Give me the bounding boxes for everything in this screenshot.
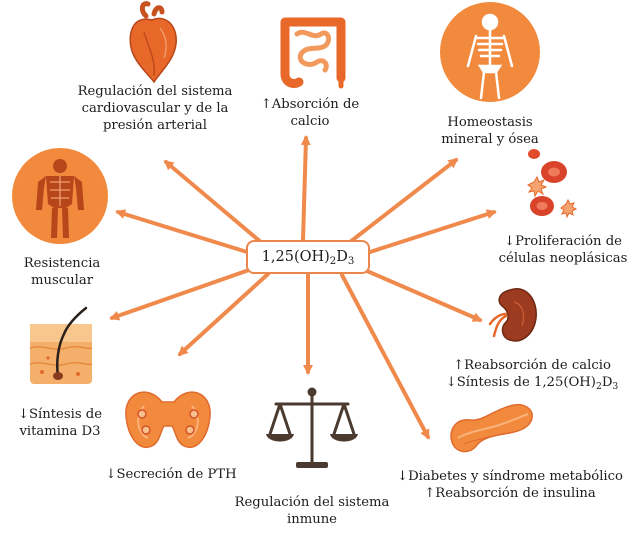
label-immune-line2: inmune	[286, 512, 337, 527]
arrow-muscle	[115, 209, 249, 254]
arrow-neoplastic	[368, 209, 497, 254]
label-cardio-line2: cardiovascular y de la	[81, 101, 229, 116]
label-cardio-line1: Regulación del sistema	[77, 84, 233, 99]
label-insulin-line: ↑Reabsorción de insulina	[424, 486, 596, 501]
label-muscle: Resistencia muscular	[4, 255, 120, 289]
thyroid-icon	[125, 391, 211, 449]
intestine-icon	[280, 17, 346, 89]
label-muscle-line1: Resistencia	[23, 256, 101, 271]
skin-icon	[29, 306, 93, 384]
kidney-icon	[488, 287, 537, 342]
muscle-body-icon	[12, 148, 108, 244]
arrow-calcium-absorption	[300, 135, 311, 242]
label-cardio: Regulación del sistema cardiovascular y …	[60, 83, 250, 134]
label-renal: ↑Reabsorción de calcio ↓Síntesis de 1,25…	[432, 357, 632, 391]
label-cardio-line3: presión arterial	[102, 118, 208, 133]
label-neoplastic: ↓Proliferación de células neoplásicas	[490, 233, 636, 267]
label-homeostasis-line1: Homeostasis	[447, 115, 533, 130]
label-pth-line: ↓Secreción de PTH	[105, 467, 237, 482]
blood-cells-icon	[527, 149, 578, 219]
label-homeostasis-line2: mineral y ósea	[441, 132, 539, 147]
balance-scale-icon	[266, 387, 358, 468]
skeleton-icon	[440, 2, 540, 102]
arrows	[109, 135, 497, 440]
label-homeostasis: Homeostasis mineral y ósea	[430, 114, 550, 148]
label-muscle-line2: muscular	[30, 273, 94, 288]
center-compound-label: 1,25(OH)2D3	[261, 249, 355, 268]
label-immune-line1: Regulación del sistema	[234, 495, 390, 510]
arrow-homeostasis	[348, 158, 459, 244]
label-vitd-synthesis-line1: ↓Síntesis de	[17, 407, 103, 422]
label-diabetes-line: ↓Diabetes y síndrome metabólico	[397, 469, 623, 484]
arrow-vitd	[109, 268, 251, 321]
center-compound-box: 1,25(OH)2D3	[246, 240, 370, 274]
label-diabetes: ↓Diabetes y síndrome metabólico ↑Reabsor…	[388, 468, 632, 502]
label-immune: Regulación del sistema inmune	[222, 494, 402, 528]
label-vitd-synthesis-line2: vitamina D3	[19, 424, 101, 439]
arrow-pth	[177, 272, 270, 357]
label-vitd-synthesis: ↓Síntesis de vitamina D3	[4, 406, 116, 440]
label-calcium-absorption-line2: calcio	[290, 114, 330, 129]
heart-icon	[129, 1, 177, 84]
label-neoplastic-line1: ↓Proliferación de	[504, 234, 622, 249]
label-renal-synthesis: ↓Síntesis de 1,25(OH)2D3	[445, 375, 619, 392]
pancreas-icon	[450, 404, 533, 453]
label-renal-calcium: ↑Reabsorción de calcio	[453, 358, 611, 373]
arrow-renal	[365, 269, 483, 322]
label-pth: ↓Secreción de PTH	[98, 466, 244, 483]
label-neoplastic-line2: células neoplásicas	[498, 251, 628, 266]
arrow-diabetes	[340, 273, 430, 440]
label-calcium-absorption: ↑Absorción de calcio	[250, 96, 370, 130]
label-calcium-absorption-line1: ↑Absorción de	[260, 97, 360, 112]
arrow-cardio	[163, 160, 264, 245]
